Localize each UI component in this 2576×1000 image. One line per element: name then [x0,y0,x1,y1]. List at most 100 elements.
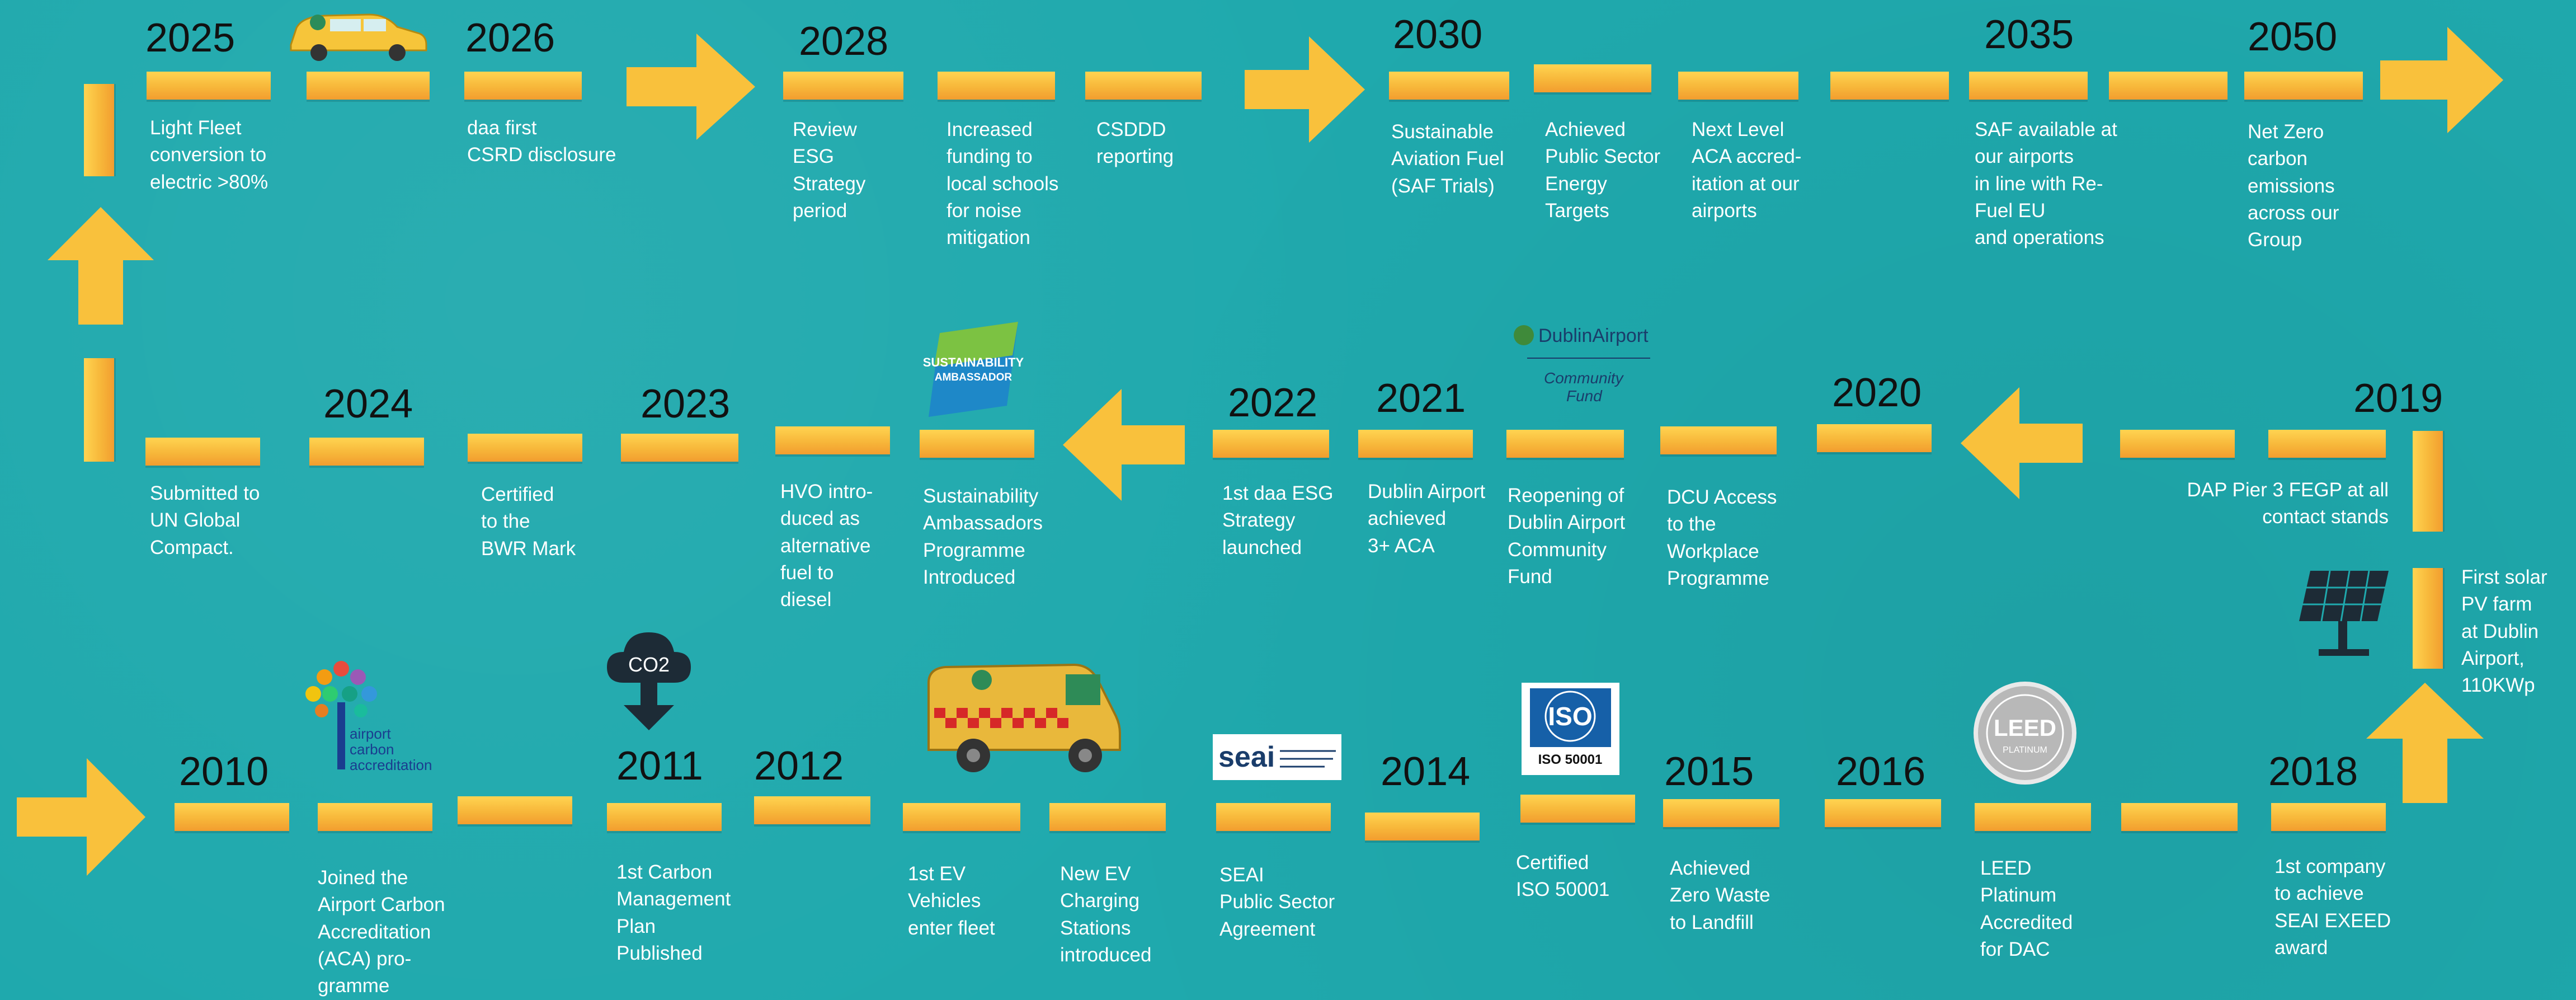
year-label: 2030 [1393,12,1483,57]
year-label: 2014 [1381,749,1471,794]
svg-text:airport: airport [350,725,391,742]
timeline-dash [468,434,582,462]
svg-text:PLATINUM: PLATINUM [2003,745,2047,755]
connector-vertical-bar [2413,568,2443,669]
timeline-dash [1085,72,1202,100]
timeline-dash [175,803,289,831]
milestone-text: Achieved Public Sector Energy Targets [1545,119,1661,222]
svg-text:DublinAirport: DublinAirport [1538,325,1649,346]
timeline-dash [309,438,424,466]
connector-vertical-bar [84,358,114,462]
timeline-dash [783,72,903,100]
milestone-text: Increased funding to local schools for n… [946,119,1059,249]
milestone-text: 1st daa ESG Strategy launched [1222,482,1334,558]
milestone-text: LEED Platinum Accredited for DAC [1980,857,2073,960]
timeline-dash [1213,430,1329,458]
timeline-dash [2244,72,2363,100]
milestone-text: First solar PV farm at Dublin Airport, 1… [2461,566,2547,697]
year-label: 2028 [799,19,889,64]
milestone-text: HVO intro- duced as alternative fuel to … [780,481,873,611]
arrow-right-icon [17,758,145,876]
milestone-text: DCU Access to the Workplace Programme [1667,486,1777,589]
timeline-dash [2109,72,2227,100]
timeline-dash [621,434,738,462]
svg-text:LEED: LEED [1994,715,2056,741]
timeline-dash [775,426,890,454]
timeline-dash [607,803,722,831]
svg-text:accreditation: accreditation [350,757,432,773]
timeline-dash [1506,430,1624,458]
milestone-text: Achieved Zero Waste to Landfill [1670,857,1770,933]
seai-logo-icon: seai [1213,734,1341,780]
arrow-up-icon [48,207,154,325]
milestone-text: Light Fleet conversion to electric >80% [150,117,269,193]
timeline-dash [1049,803,1166,831]
svg-text:Fund: Fund [1566,387,1603,405]
year-label: 2010 [179,749,269,794]
milestone-text: Net Zero carbon emissions across our Gro… [2248,121,2339,251]
svg-text:carbon: carbon [350,741,394,758]
svg-text:ISO 50001: ISO 50001 [1538,752,1603,767]
timeline-dash [1830,72,1949,100]
sustainability-ambassador-badge-icon: SUSTAINABILITY AMBASSADOR [923,322,1024,417]
timeline-dash [307,72,430,100]
year-label: 2025 [145,16,236,60]
timeline-dash [2271,803,2386,831]
svg-text:seai: seai [1218,741,1275,773]
year-label: 2024 [323,382,413,426]
timeline-dash [318,803,432,831]
timeline-dash [1678,72,1798,100]
year-label: 2011 [616,744,703,788]
milestone-text: Next Level ACA accred- itation at our ai… [1692,119,1802,222]
year-label: 2022 [1228,381,1318,425]
dublin-airport-community-fund-logo-icon: DublinAirport Community Fund [1514,325,1650,405]
timeline-dash [1975,803,2091,831]
milestone-text: 1st Carbon Management Plan Published [616,861,731,964]
arrow-up-icon [2366,683,2484,803]
timeline-dash [1663,799,1779,827]
year-label: 2015 [1664,749,1754,794]
timeline-dash [2268,430,2386,458]
timeline-dash [1520,795,1635,823]
timeline-dash [147,72,271,100]
solar-panel-icon [2299,570,2389,656]
milestone-text: Certified to the BWR Mark [481,483,576,560]
milestone-text: Sustainability Ambassadors Programme Int… [923,485,1043,588]
svg-text:ISO: ISO [1548,702,1592,731]
svg-text:CO2: CO2 [628,653,670,676]
milestone-text: CSDDD reporting [1096,119,1174,168]
timeline-dash [754,796,870,824]
year-label: 2026 [465,16,555,60]
milestone-text: SEAI Public Sector Agreement [1219,864,1335,940]
timeline-dash [464,72,582,100]
year-label: 2021 [1376,376,1466,421]
timeline-dash [1389,72,1509,100]
milestone-text: Sustainable Aviation Fuel (SAF Trials) [1391,121,1504,197]
year-label: 2020 [1832,370,1922,415]
timeline-dash [938,72,1055,100]
year-label: 2023 [641,382,731,426]
timeline-dash [458,796,572,824]
co2-cloud-icon: CO2 [607,632,691,730]
milestone-text: Joined the Airport Carbon Accreditation … [318,867,445,997]
timeline-dash [2121,803,2238,831]
year-label: 2018 [2268,749,2358,794]
arrow-right-icon [2380,27,2503,133]
timeline-dash [1365,813,1480,841]
milestone-text: DAP Pier 3 FEGP at all contact stands [2187,479,2389,528]
year-label: 2035 [1984,12,2074,57]
milestone-text: Dublin Airport achieved 3+ ACA [1368,481,1486,557]
airport-carbon-accreditation-logo-icon: airport carbon accreditation [305,661,432,773]
timeline-dash [1216,803,1331,831]
milestone-text: New EV Charging Stations introduced [1060,863,1152,966]
year-label: 2050 [2248,15,2338,59]
timeline-dash [1660,426,1777,454]
arrow-right-icon [627,34,755,140]
arrow-left-icon [1961,387,2083,499]
milestone-text: Submitted to UN Global Compact. [150,482,260,558]
iso-50001-logo-icon: ISO ISO 50001 [1522,683,1619,775]
timeline-dash [1534,64,1651,92]
timeline-dash [920,430,1034,458]
timeline-dash [145,438,260,466]
